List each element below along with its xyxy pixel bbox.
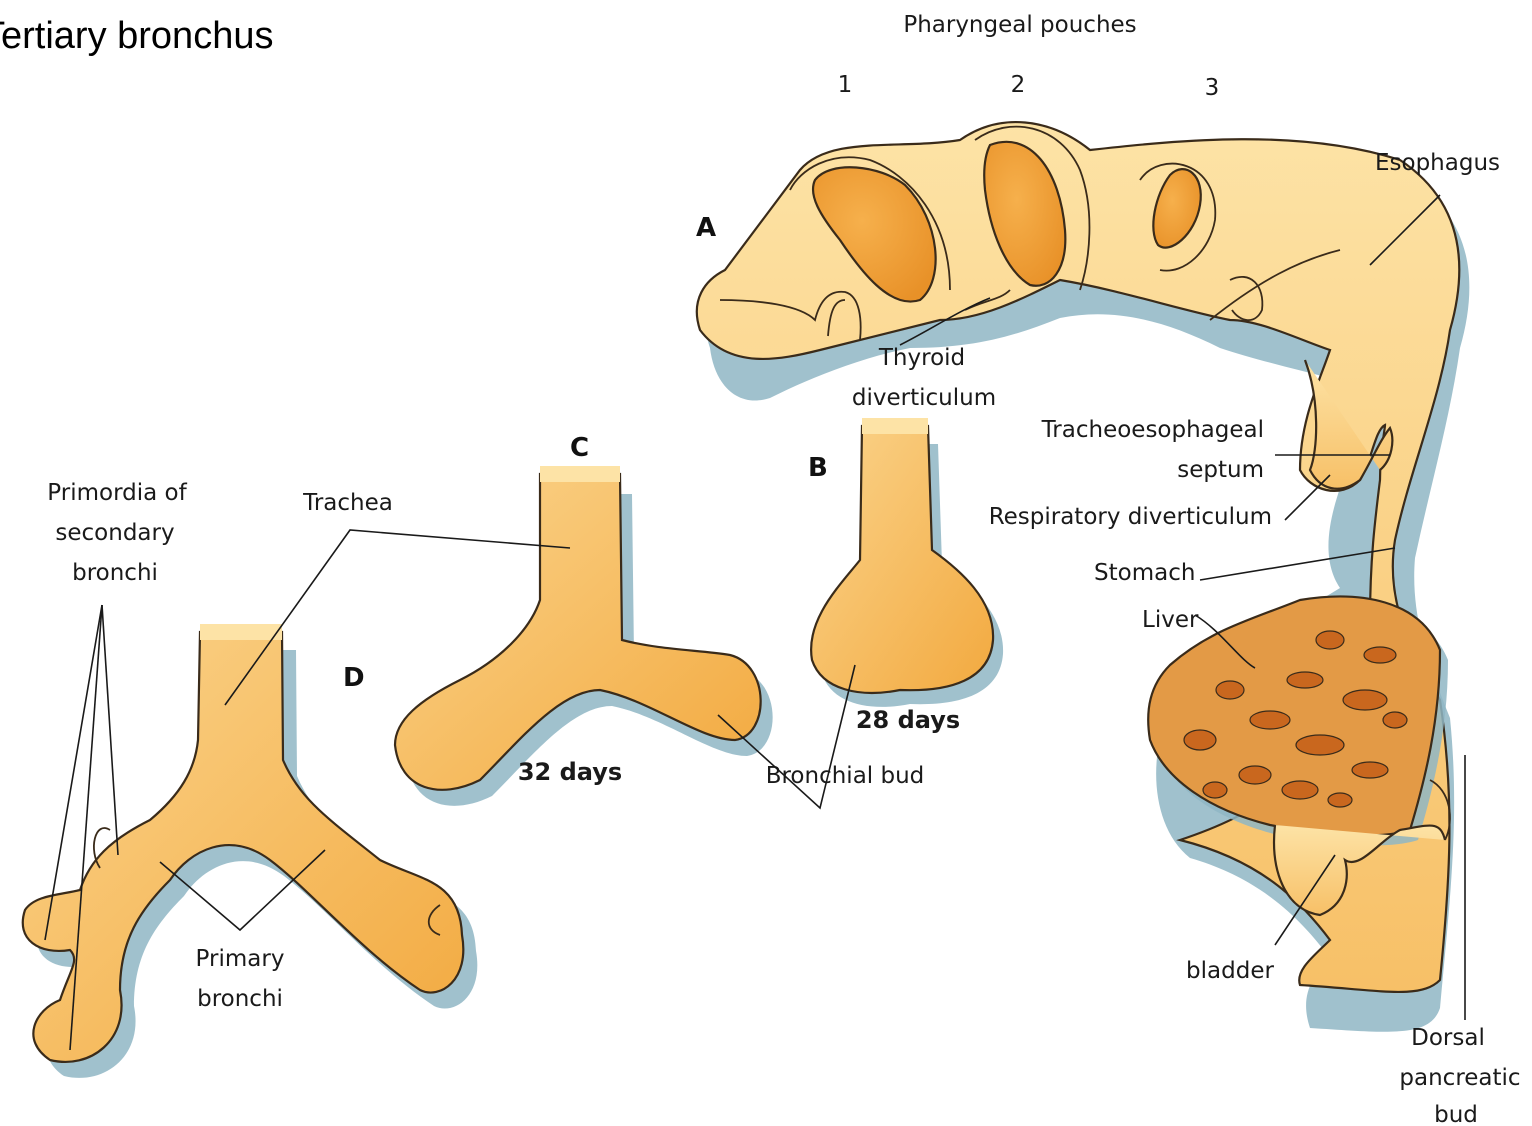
panel-label-d: D — [343, 663, 365, 693]
bud-b-shape — [811, 426, 993, 693]
label-pouch-2: 2 — [1011, 72, 1026, 98]
panel-b-28-days — [811, 418, 1003, 707]
label-stomach: Stomach — [1094, 560, 1195, 586]
label-dorsal-line3: bud — [1434, 1102, 1478, 1126]
label-esophagus: Esophagus — [1375, 150, 1500, 176]
label-primordia-line3: bronchi — [72, 560, 158, 586]
panel-c-32-days — [395, 466, 773, 806]
label-tracheoesophageal-line2: septum — [1177, 457, 1264, 483]
label-primary-line1: Primary — [196, 946, 285, 972]
panel-label-c: C — [570, 433, 589, 463]
label-28-days: 28 days — [856, 706, 960, 734]
label-pharyngeal-pouches: Pharyngeal pouches — [903, 12, 1136, 38]
label-respiratory-diverticulum: Respiratory diverticulum — [989, 504, 1272, 530]
page-heading: Tertiary bronchus — [0, 15, 273, 57]
label-thyroid-line2: diverticulum — [852, 385, 996, 411]
label-primary-line2: bronchi — [197, 986, 283, 1012]
label-trachea: Trachea — [302, 490, 393, 516]
label-primordia-line2: secondary — [55, 520, 174, 546]
panel-label-a: A — [696, 213, 716, 243]
panel-a-foregut — [697, 122, 1470, 1032]
label-bladder: bladder — [1186, 958, 1274, 984]
label-liver: Liver — [1142, 607, 1199, 633]
label-32-days: 32 days — [518, 758, 622, 786]
label-thyroid-line1: Thyroid — [878, 345, 965, 371]
panel-label-b: B — [808, 453, 828, 483]
label-primordia-line1: Primordia of — [47, 480, 187, 506]
label-pouch-1: 1 — [838, 72, 853, 98]
label-dorsal-line1: Dorsal — [1411, 1025, 1485, 1051]
label-tracheoesophageal-line1: Tracheoesophageal — [1041, 417, 1264, 443]
label-bronchial-bud: Bronchial bud — [766, 763, 925, 789]
label-pouch-3: 3 — [1205, 75, 1220, 101]
label-dorsal-line2: pancreatic — [1399, 1065, 1520, 1091]
